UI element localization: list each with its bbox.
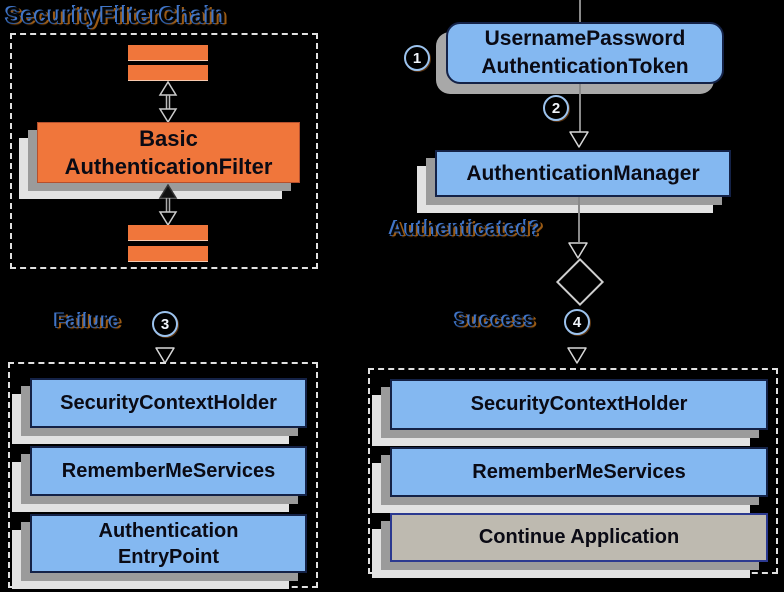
step-3-badge: 3 <box>152 311 178 337</box>
security-filter-chain-title: SecurityFilterChain <box>6 2 227 28</box>
filter-bar <box>128 45 208 61</box>
entry-point-label-line1: Authentication <box>98 519 239 542</box>
failure-label: Failure <box>55 311 121 332</box>
username-password-token-box: UsernamePassword AuthenticationToken <box>436 22 724 94</box>
security-context-holder-label: SecurityContextHolder <box>60 391 277 414</box>
connector-line <box>579 0 581 23</box>
arrow-down-icon <box>154 347 176 365</box>
filter-bar <box>128 65 208 81</box>
step-1-badge: 1 <box>404 45 430 71</box>
success-remember-me-services-box: RememberMeServices <box>372 447 768 513</box>
failure-security-context-holder-box: SecurityContextHolder <box>12 378 307 444</box>
continue-application-box: Continue Application <box>372 513 768 578</box>
failure-remember-me-services-box: RememberMeServices <box>12 446 307 512</box>
authentication-manager-box: AuthenticationManager <box>417 150 731 213</box>
basic-filter-label-line2: AuthenticationFilter <box>64 153 273 179</box>
filter-bar <box>128 225 208 241</box>
arrow-down-icon <box>567 242 589 260</box>
step-4-badge: 4 <box>564 309 590 335</box>
connector-line <box>578 197 580 242</box>
basic-authentication-filter-box: Basic AuthenticationFilter <box>19 122 300 199</box>
connector-line <box>579 84 581 132</box>
authenticated-question-label: Authenticated? <box>390 218 543 240</box>
security-filter-chain-container <box>10 33 318 269</box>
double-arrow-icon <box>157 81 179 123</box>
authentication-entry-point-box: Authentication EntryPoint <box>12 514 307 589</box>
arrow-down-icon <box>566 347 588 365</box>
success-security-context-holder-box: SecurityContextHolder <box>372 379 768 446</box>
remember-me-services-label: RememberMeServices <box>472 460 686 483</box>
token-label-line2: AuthenticationToken <box>481 55 689 78</box>
decision-diamond <box>555 257 605 307</box>
entry-point-label-line2: EntryPoint <box>117 545 220 568</box>
arrow-down-icon <box>568 131 590 149</box>
filter-bar <box>128 246 208 262</box>
step-2-badge: 2 <box>543 95 569 121</box>
security-context-holder-label: SecurityContextHolder <box>470 393 688 415</box>
remember-me-services-label: RememberMeServices <box>61 459 276 482</box>
basic-filter-label-line1: Basic <box>139 125 198 151</box>
continue-application-label: Continue Application <box>478 526 680 548</box>
success-label: Success <box>455 310 536 331</box>
token-label-line1: UsernamePassword <box>484 27 686 50</box>
double-arrow-icon <box>157 184 179 226</box>
authentication-manager-label: AuthenticationManager <box>466 161 700 185</box>
